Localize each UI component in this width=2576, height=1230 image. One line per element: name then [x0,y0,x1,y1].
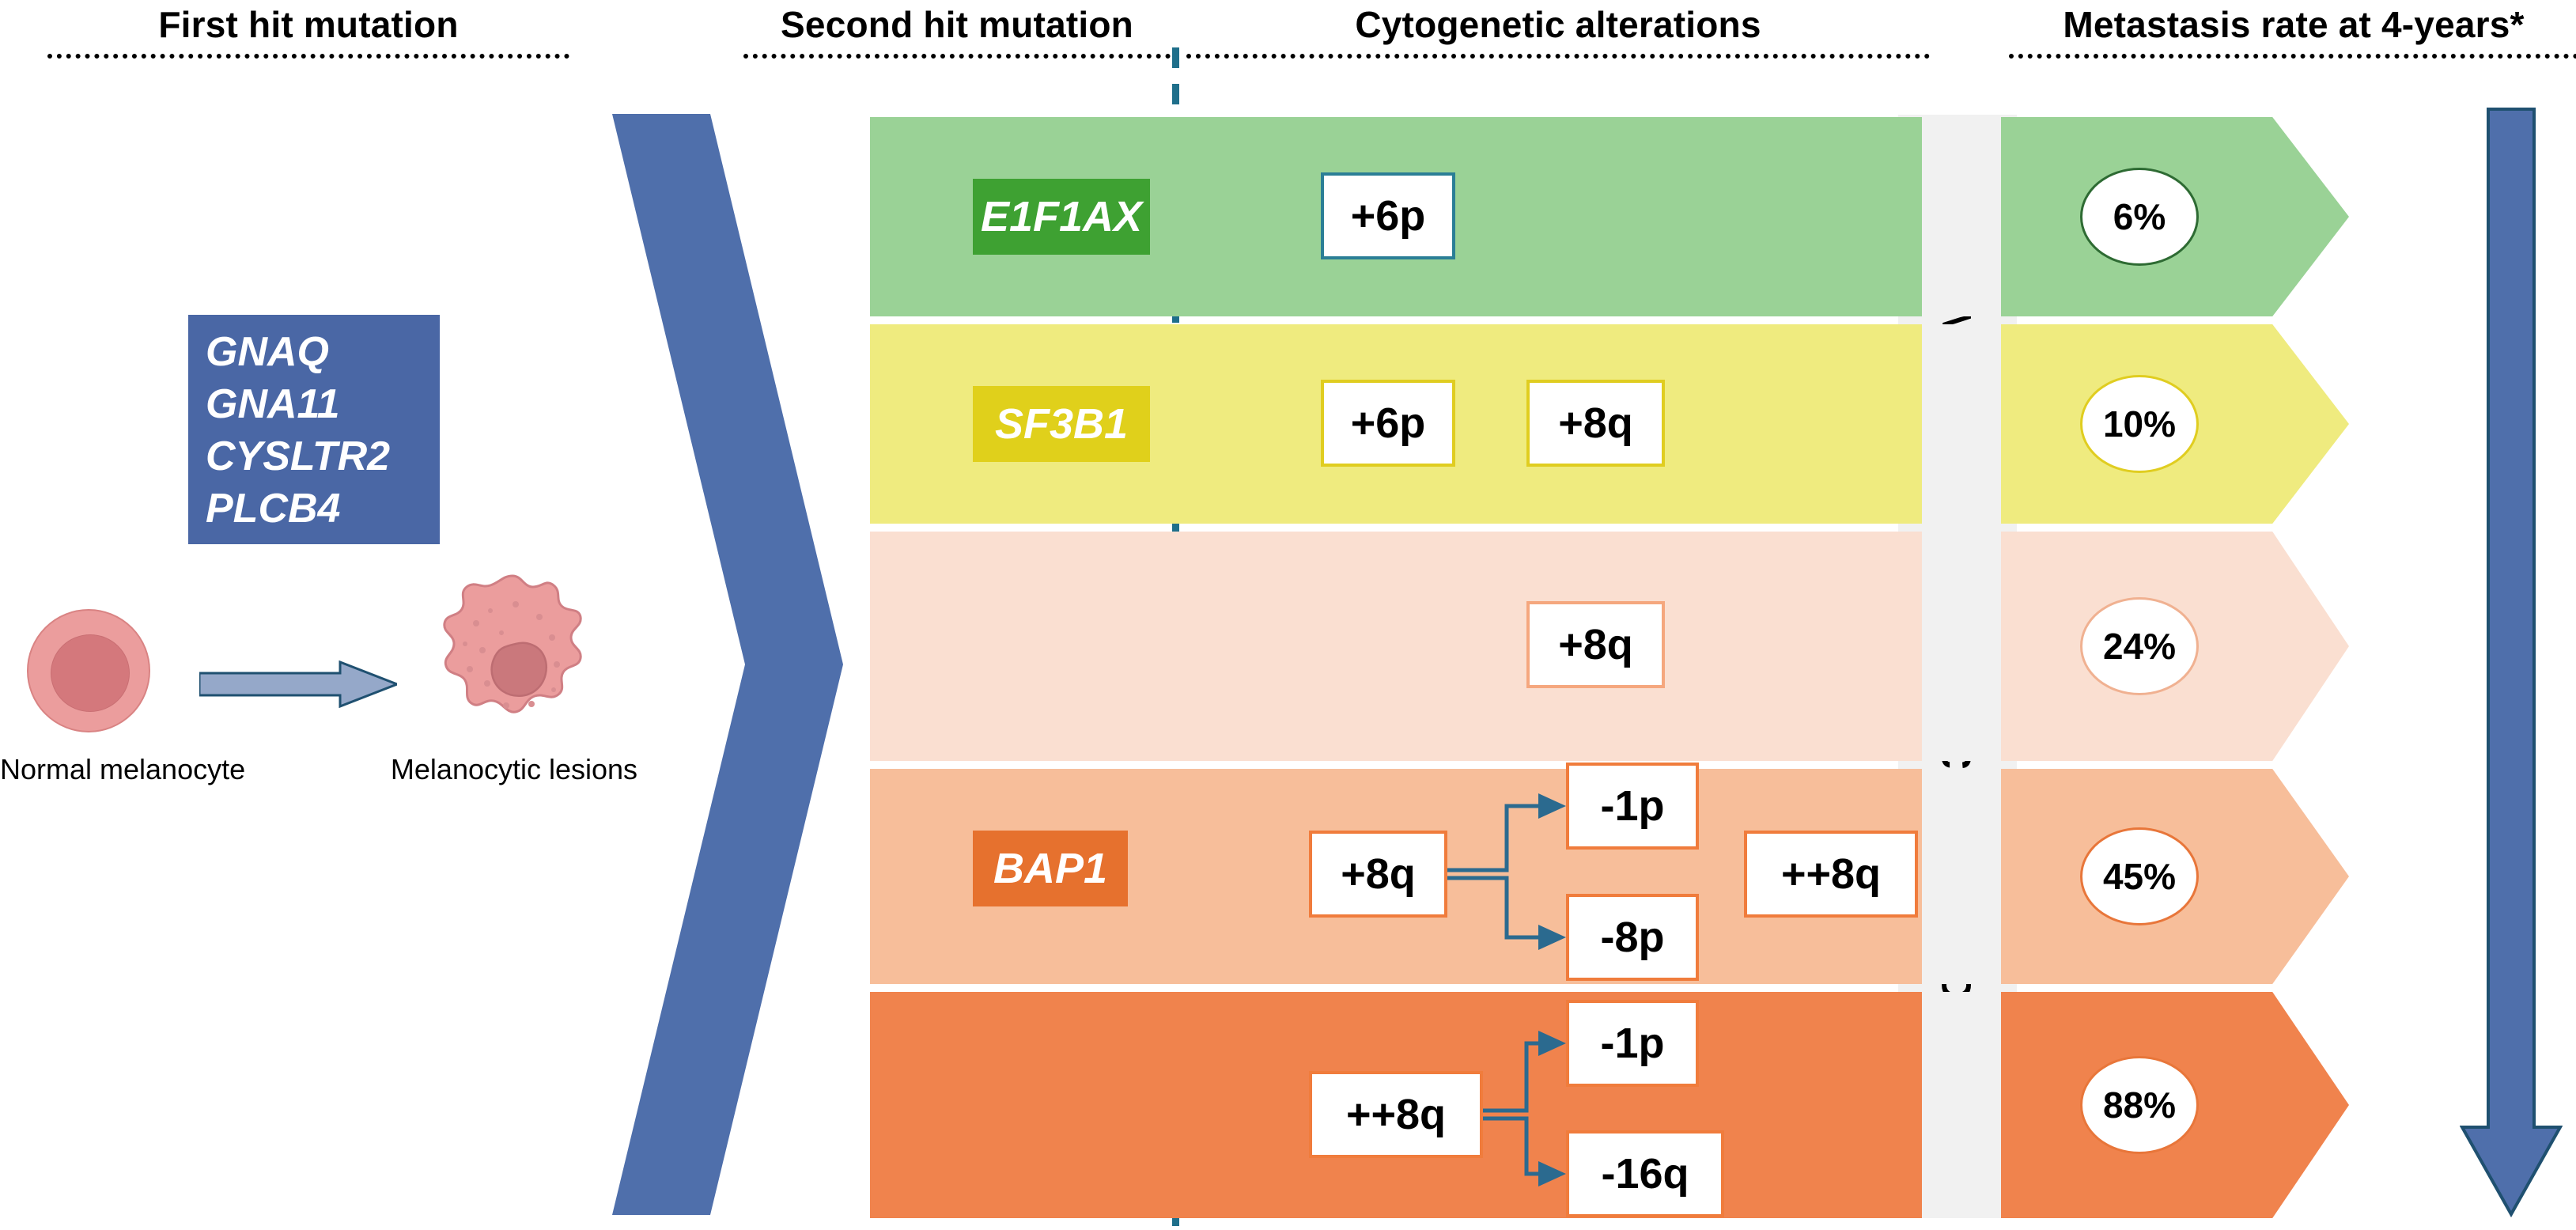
header-second-hit: Second hit mutation [743,6,1171,59]
cyto-box-minus16q[interactable]: -16q [1566,1130,1724,1217]
cyto-box-minus1p[interactable]: -1p [1566,763,1699,850]
cyto-box-plusplus8q[interactable]: ++8q [1744,831,1918,918]
cyto-box-plus8q[interactable]: +8q [1526,601,1665,688]
cyto-box-plus6p[interactable]: +6p [1321,380,1455,467]
gene-badge-e1f1ax[interactable]: E1F1AX [973,179,1150,255]
row-orange: ++8q -1p -16q 88% [870,992,2349,1218]
cyto-box-minus1p[interactable]: -1p [1566,1000,1699,1087]
cyto-box-minus8p[interactable]: -8p [1566,894,1699,981]
gene-badge-bap1[interactable]: BAP1 [973,831,1128,906]
row-bap1-metastasis-rate: 45% [2080,827,2199,925]
row-eif1ax-metastasis-rate: 6% [2080,168,2199,266]
first-hit-gene-gna11: GNA11 [206,381,340,427]
melanocytic-lesion-icon [443,574,582,713]
header-metastasis: Metastasis rate at 4-years* [2009,6,2576,59]
row-sf3b1-metastasis-rate: 10% [2080,375,2199,473]
row-orange-gap [1922,992,2001,1218]
row-monosomy-plain-metastasis-rate: 24% [2080,597,2199,695]
row-sf3b1-gap [1922,324,2001,524]
header-second-hit-text: Second hit mutation [781,4,1133,45]
normal-melanocyte-label: Normal melanocyte [0,753,246,785]
header-metastasis-rule [2009,54,2576,59]
header-cytogenetic: Cytogenetic alterations [1186,6,1930,59]
gene-badge-sf3b1[interactable]: SF3B1 [973,386,1150,462]
header-metastasis-text: Metastasis rate at 4-years* [2063,4,2525,45]
row-bap1-gap [1922,769,2001,984]
header-second-hit-rule [743,54,1171,59]
first-hit-gene-cysltr2: CYSLTR2 [206,433,391,479]
melanocytic-lesions-label: Melanocytic lesions [390,753,638,785]
row-orange-branch-arrows [1483,1030,1566,1186]
header-cytogenetic-rule [1186,54,1930,59]
row-orange-metastasis-rate: 88% [2080,1056,2199,1154]
cyto-box-plus6p[interactable]: +6p [1321,172,1455,259]
header-first-hit-text: First hit mutation [158,4,459,45]
row-monosomy-plain-band [870,532,1922,761]
transformation-arrow-icon [199,660,397,708]
first-hit-gene-plcb4: PLCB4 [206,486,341,532]
row-monosomy-plain-gap [1922,532,2001,761]
normal-melanocyte-icon [27,609,150,732]
severity-down-arrow-icon [2460,108,2563,1218]
cyto-box-plusplus8q[interactable]: ++8q [1309,1071,1483,1158]
header-first-hit: First hit mutation [47,6,569,59]
row-bap1-branch-arrows [1447,793,1566,950]
header-cytogenetic-text: Cytogenetic alterations [1355,4,1761,45]
row-bap1: BAP1 +8q -1p -8p ++8q 45% [870,763,2349,984]
header-first-hit-rule [47,54,569,59]
cyto-box-plus8q[interactable]: +8q [1526,380,1665,467]
first-hit-gene-gnaq: GNAQ [206,329,329,375]
cyto-box-plus8q[interactable]: +8q [1309,831,1447,918]
row-eif1ax: E1F1AX +6p 6% [870,117,2349,316]
progression-chevron-icon [612,114,843,1215]
row-sf3b1: SF3B1 +6p +8q 10% [870,324,2349,524]
row-monosomy-plain: +8q 24% [870,532,2349,761]
row-eif1ax-gap [1922,117,2001,316]
